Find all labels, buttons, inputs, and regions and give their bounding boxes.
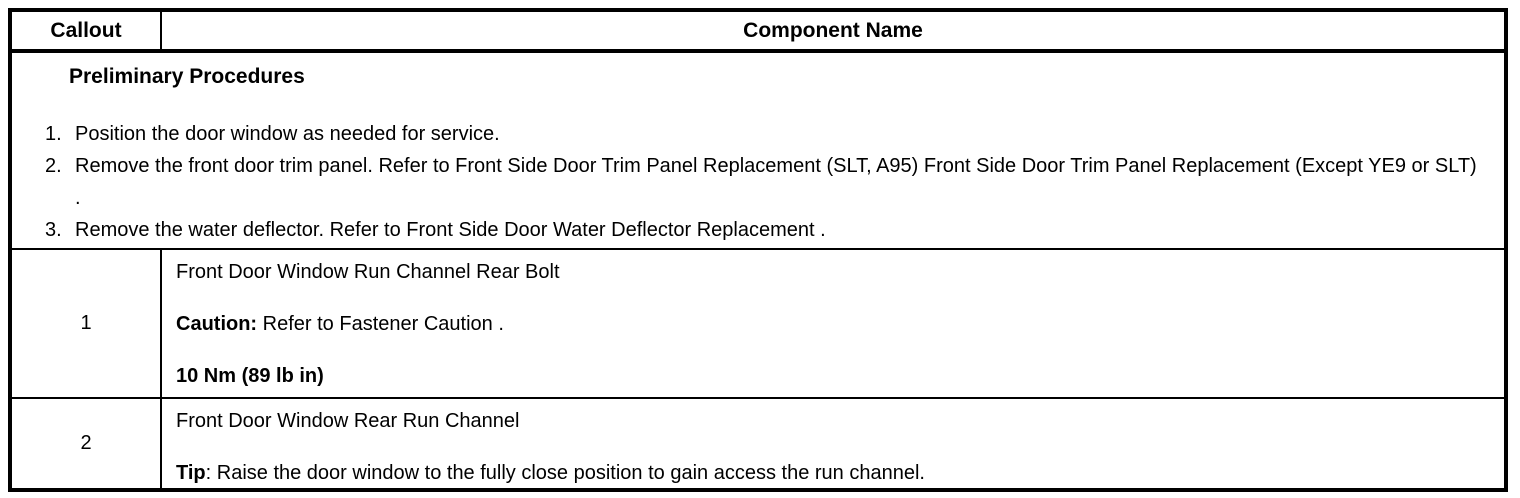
step-text: Remove the water deflector. Refer to Fro… (75, 219, 826, 241)
component-name-cell: Front Door Window Rear Run Channel Tip: … (162, 399, 1504, 488)
tip-note: Tip: Raise the door window to the fully … (176, 460, 1492, 486)
callout-number-cell: 2 (12, 399, 162, 488)
step-text: Position the door window as needed for s… (75, 123, 500, 145)
column-header-callout: Callout (12, 12, 162, 49)
preliminary-step-1: 1. Position the door window as needed fo… (12, 118, 1494, 150)
component-name-cell: Front Door Window Run Channel Rear Bolt … (162, 250, 1504, 397)
callout-number-cell: 1 (12, 250, 162, 397)
column-header-component-name: Component Name (743, 18, 923, 42)
step-number: 1. (45, 123, 62, 145)
tip-label: Tip (176, 462, 206, 484)
preliminary-procedures-section: Preliminary Procedures 1. Position the d… (12, 53, 1504, 250)
preliminary-step-2: 2. Remove the front door trim panel. Ref… (12, 150, 1494, 214)
component-name-text: Front Door Window Run Channel Rear Bolt (176, 261, 560, 283)
table-header-row: Callout Component Name (12, 12, 1504, 53)
caution-text: Refer to Fastener Caution . (257, 313, 504, 335)
step-number: 2. (45, 155, 62, 177)
step-text: Remove the front door trim panel. Refer … (75, 155, 1477, 209)
component-name-text: Front Door Window Rear Run Channel (176, 410, 520, 432)
preliminary-procedures-title: Preliminary Procedures (69, 65, 305, 88)
torque-spec: 10 Nm (89 lb in) (176, 365, 324, 387)
preliminary-step-3: 3. Remove the water deflector. Refer to … (12, 214, 1494, 246)
tip-text: : Raise the door window to the fully clo… (205, 462, 925, 484)
caution-label: Caution: (176, 313, 258, 335)
table-row-callout-2: 2 Front Door Window Rear Run Channel Tip… (12, 399, 1504, 488)
component-callout-table: Callout Component Name Preliminary Proce… (8, 8, 1508, 492)
step-number: 3. (45, 219, 62, 241)
caution-note: Caution: Refer to Fastener Caution . (176, 311, 1492, 337)
table-row-callout-1: 1 Front Door Window Run Channel Rear Bol… (12, 250, 1504, 399)
preliminary-steps-list: 1. Position the door window as needed fo… (12, 118, 1494, 246)
